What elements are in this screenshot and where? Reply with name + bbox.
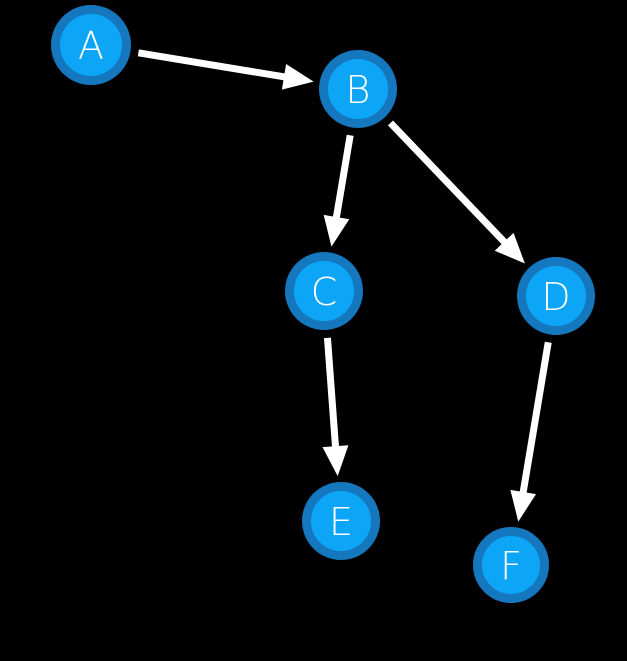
edge-arrowhead	[510, 489, 537, 522]
edge-arrowhead	[322, 445, 349, 477]
edge-shaft	[332, 134, 354, 222]
node-circle[interactable]	[319, 50, 397, 128]
node-circle[interactable]	[302, 482, 380, 560]
node-a[interactable]: A	[51, 5, 131, 85]
edge-c-to-e	[322, 337, 349, 477]
edge-arrowhead	[494, 232, 525, 264]
node-circle[interactable]	[517, 257, 595, 335]
node-layer: A B C D E F	[51, 5, 595, 603]
node-circle[interactable]	[51, 5, 131, 85]
edge-b-to-d	[387, 120, 525, 264]
edge-shaft	[387, 120, 510, 248]
node-d[interactable]: D	[517, 257, 595, 335]
edge-b-to-c	[323, 134, 354, 247]
edge-shaft	[323, 337, 340, 451]
node-f[interactable]: F	[473, 527, 549, 603]
edge-arrowhead	[281, 63, 314, 90]
edge-layer	[137, 49, 552, 522]
node-b[interactable]: B	[319, 50, 397, 128]
edge-shaft	[137, 49, 289, 81]
node-e[interactable]: E	[302, 482, 380, 560]
node-c[interactable]: C	[285, 252, 363, 330]
edge-shaft	[519, 341, 552, 497]
edge-arrowhead	[323, 214, 350, 247]
node-circle[interactable]	[473, 527, 549, 603]
edge-a-to-b	[137, 49, 314, 90]
node-circle[interactable]	[285, 252, 363, 330]
edge-d-to-f	[510, 341, 552, 522]
